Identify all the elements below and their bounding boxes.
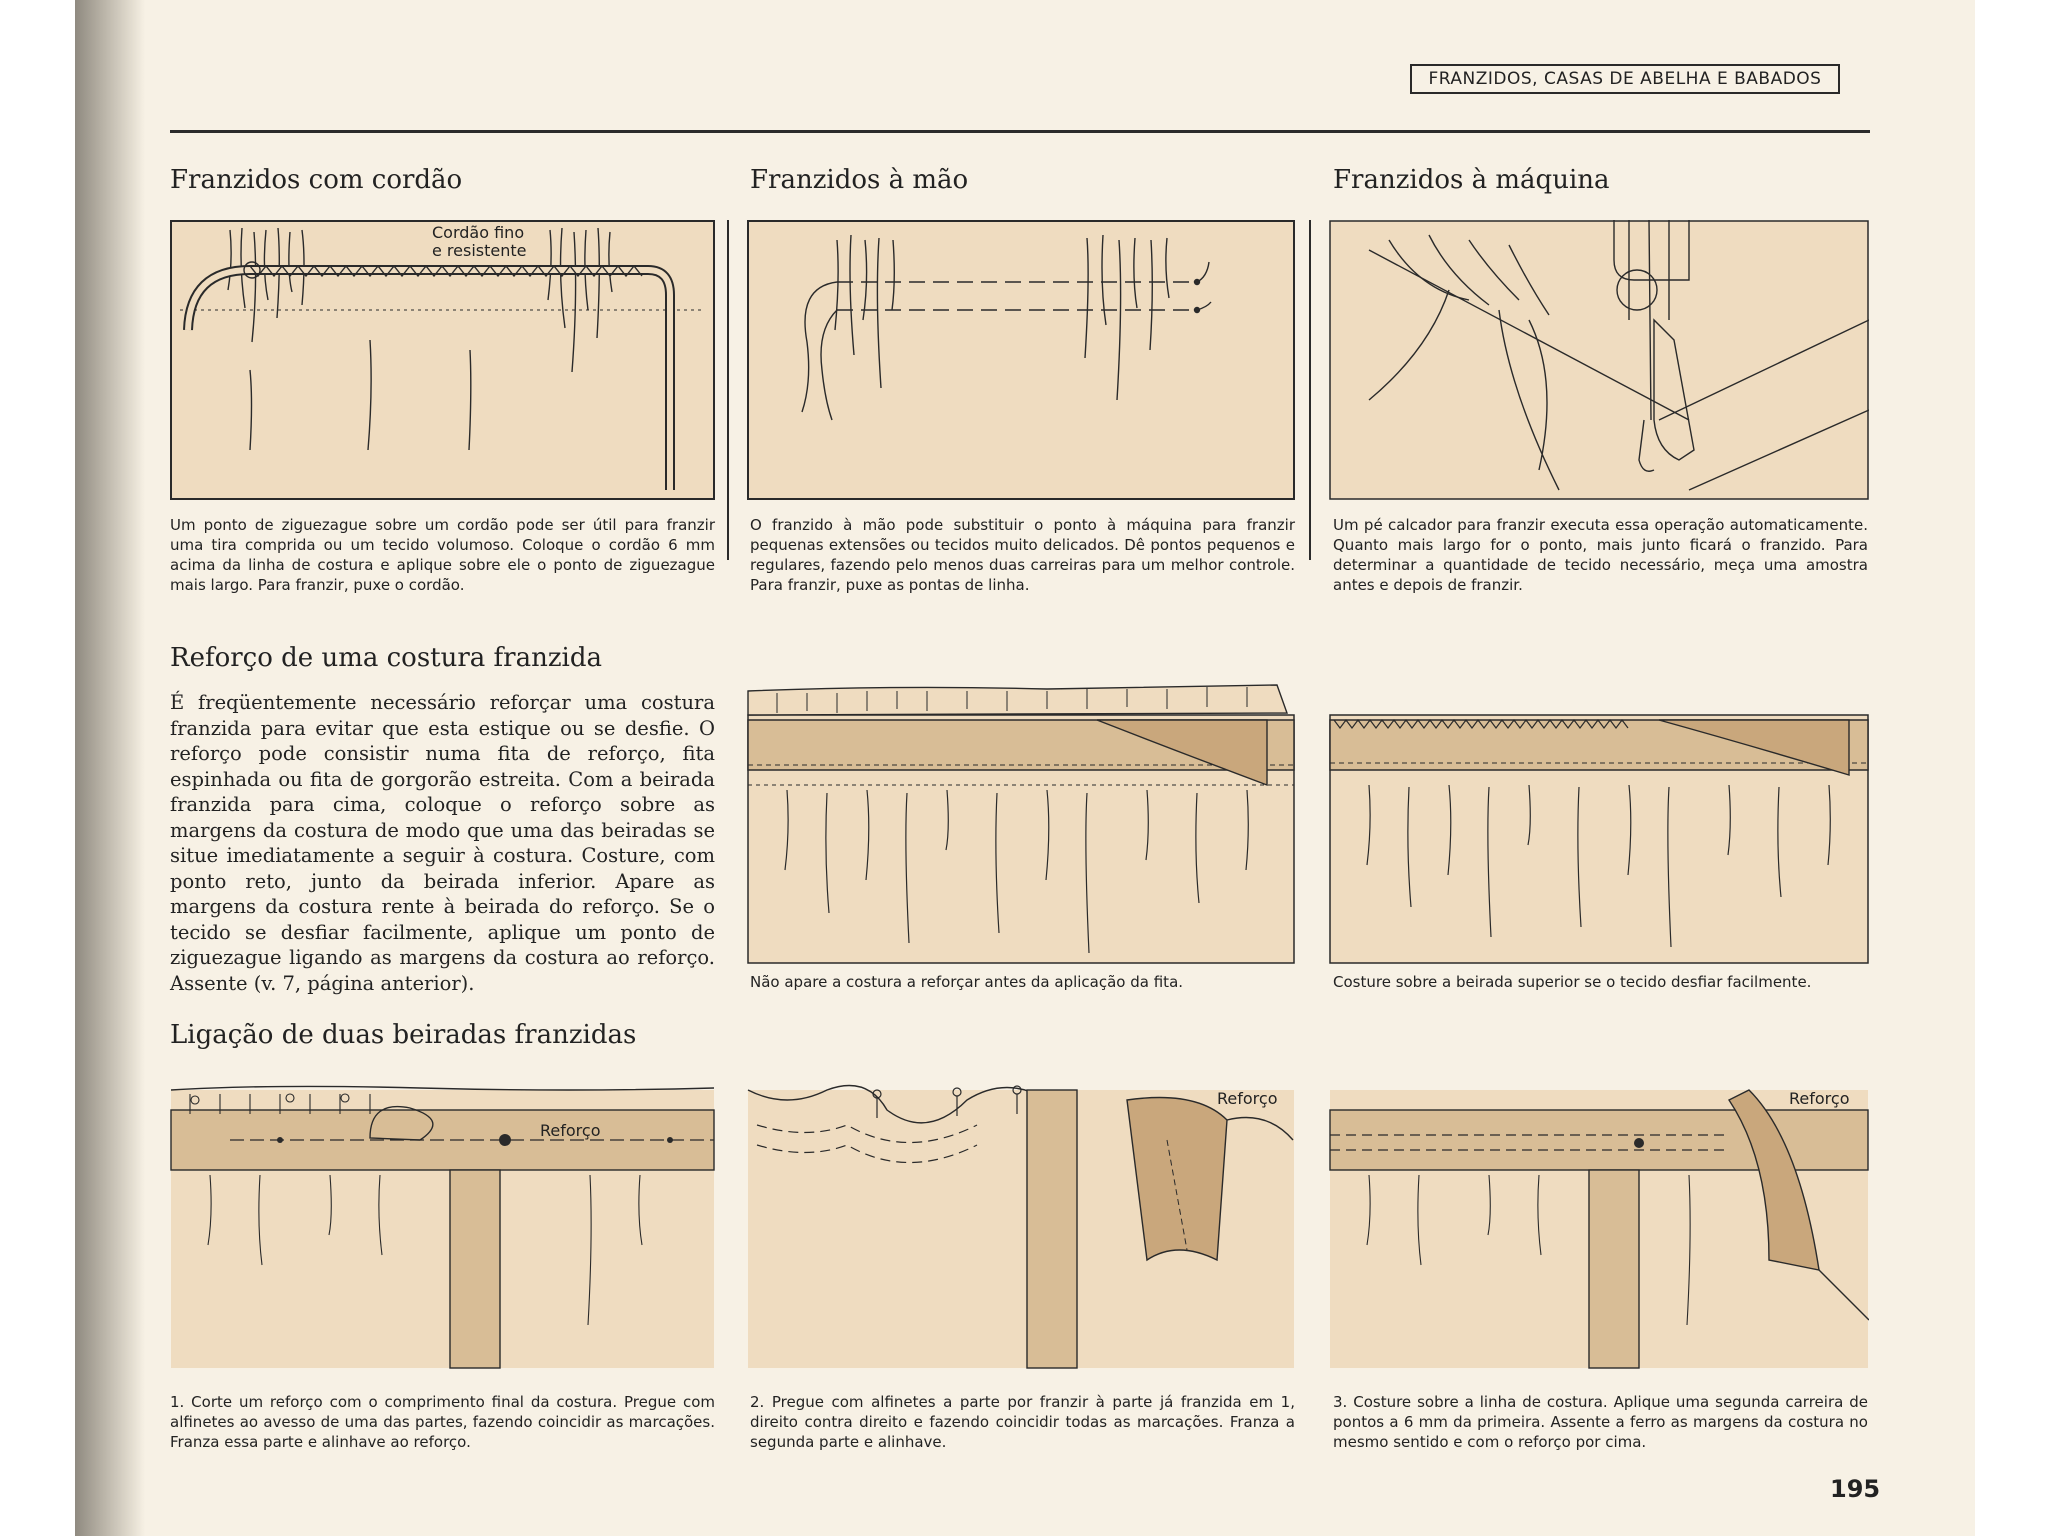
figure-hand-gathering [747,220,1295,500]
label-e-resistente: e resistente [432,241,527,260]
header-rule [170,130,1870,133]
figure-machine-gathering [1329,220,1869,500]
caption-maquina: Um pé calcador para franzir executa essa… [1333,515,1868,595]
book-gutter-shadow [75,0,145,1536]
title-reforco: Reforço de uma costura franzida [170,643,602,673]
caption-reforco-fig1: Não apare a costura a reforçar antes da … [750,972,1310,992]
column-separator-2 [1309,220,1311,560]
title-franzidos-cordao: Franzidos com cordão [170,165,462,195]
label-reforco-2: Reforço [1217,1089,1277,1108]
figure-ligacao-step1: Reforço [170,1080,715,1370]
figure-cordao-zigzag: Cordão fino e resistente [170,220,715,500]
figure-ligacao-step3: Reforço [1329,1080,1869,1370]
title-ligacao: Ligação de duas beiradas franzidas [170,1020,636,1050]
column-separator [727,220,729,560]
figure-reforco-zigzag [1329,675,1869,965]
body-reforco: É freqüentemente necessário reforçar uma… [170,690,715,996]
running-header: FRANZIDOS, CASAS DE ABELHA E BABADOS [1410,64,1840,94]
caption-step1: 1. Corte um reforço com o comprimento fi… [170,1392,715,1452]
label-cordao-fino: Cordão fino [432,223,524,242]
figure-reforco-tape [747,675,1295,965]
caption-reforco-fig2: Costure sobre a beirada superior se o te… [1333,972,1893,992]
caption-mao: O franzido à mão pode substituir o ponto… [750,515,1295,595]
label-reforco-1: Reforço [540,1121,600,1140]
caption-step2: 2. Pregue com alfinetes a parte por fran… [750,1392,1295,1452]
title-franzidos-mao: Franzidos à mão [750,165,968,195]
book-page: FRANZIDOS, CASAS DE ABELHA E BABADOS Fra… [75,0,1975,1536]
label-reforco-3: Reforço [1789,1089,1849,1108]
title-franzidos-maquina: Franzidos à máquina [1333,165,1610,195]
page-number: 195 [1830,1475,1880,1503]
caption-cordao: Um ponto de ziguezague sobre um cordão p… [170,515,715,595]
figure-ligacao-step2: Reforço [747,1080,1295,1370]
caption-step3: 3. Costure sobre a linha de costura. Apl… [1333,1392,1868,1452]
